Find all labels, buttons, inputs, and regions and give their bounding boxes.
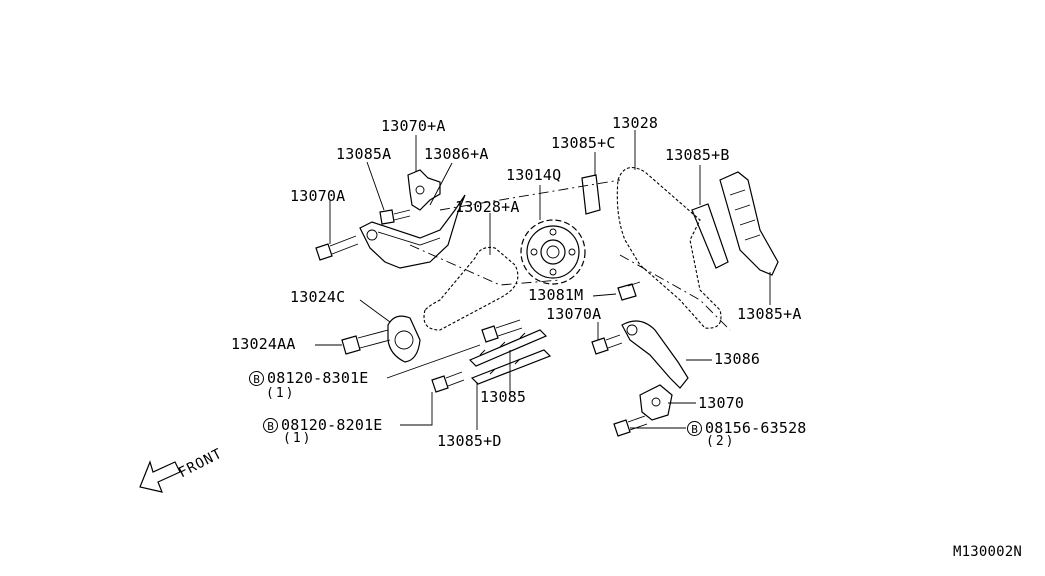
label-13085-d: 13085+D bbox=[437, 432, 502, 450]
bolt-symbol-b3: B bbox=[687, 421, 702, 436]
chain-13028 bbox=[616, 166, 722, 329]
tensioner-13070 bbox=[639, 384, 673, 421]
chain-13028a bbox=[423, 246, 519, 331]
bolt-08120-8301e bbox=[481, 319, 523, 343]
bolt-qty-b3: (2) bbox=[706, 434, 736, 449]
leader-lines bbox=[315, 130, 771, 430]
bolt-08156 bbox=[613, 415, 648, 437]
bolt-13085a bbox=[379, 209, 411, 225]
label-13086-a: 13086+A bbox=[424, 145, 489, 163]
bolt-qty-b2: (1) bbox=[283, 431, 313, 446]
bolt-13024aa bbox=[341, 329, 391, 355]
label-13014q: 13014Q bbox=[506, 166, 562, 184]
bolt-symbol-b2: B bbox=[263, 418, 278, 433]
label-13028: 13028 bbox=[612, 114, 659, 132]
label-13085-a: 13085+A bbox=[737, 305, 802, 323]
label-13086: 13086 bbox=[714, 350, 761, 368]
label-13028-a: 13028+A bbox=[455, 198, 520, 216]
tensioner-upper bbox=[407, 169, 441, 211]
bolt-number-b1: 08120-8301E bbox=[267, 369, 369, 387]
label-13070a-top: 13070A bbox=[290, 187, 346, 205]
label-13024aa: 13024AA bbox=[231, 335, 296, 353]
guide-13085d bbox=[470, 349, 552, 385]
tensioner-arm-upper bbox=[359, 194, 466, 269]
diagram-code: M130002N bbox=[953, 544, 1023, 560]
bolt-number-b2: 08120-8201E bbox=[281, 416, 383, 434]
bolt-qty-b1: (1) bbox=[266, 386, 296, 401]
front-arrow-icon bbox=[139, 460, 181, 493]
tensioner-arm-13086 bbox=[621, 320, 689, 389]
label-13070-a: 13070+A bbox=[381, 117, 446, 135]
label-13070: 13070 bbox=[698, 394, 745, 412]
bolt-13070a-upper bbox=[315, 235, 359, 261]
bolt-08120-8201e bbox=[431, 371, 465, 393]
label-13085: 13085 bbox=[480, 388, 527, 406]
label-13070a-mid: 13070A bbox=[546, 305, 602, 323]
plate-13024c bbox=[387, 315, 421, 363]
guide-13085a bbox=[719, 171, 779, 276]
label-13085a: 13085A bbox=[336, 145, 392, 163]
label-13081m: 13081M bbox=[528, 286, 584, 304]
sprocket-13014q bbox=[520, 219, 586, 285]
label-13085-c: 13085+C bbox=[551, 134, 616, 152]
label-13024c: 13024C bbox=[290, 288, 346, 306]
bolt-symbol-b1: B bbox=[249, 371, 264, 386]
bolt-number-b3: 08156-63528 bbox=[705, 419, 807, 437]
bolt-13070a-mid bbox=[591, 334, 623, 355]
label-13085-b: 13085+B bbox=[665, 146, 730, 164]
center-line-right bbox=[619, 254, 731, 331]
guide-13085c bbox=[581, 174, 601, 215]
sensor-13081m bbox=[617, 281, 641, 301]
guide-13085 bbox=[468, 329, 548, 367]
guide-13085b bbox=[691, 203, 729, 269]
center-line-left bbox=[409, 244, 561, 286]
